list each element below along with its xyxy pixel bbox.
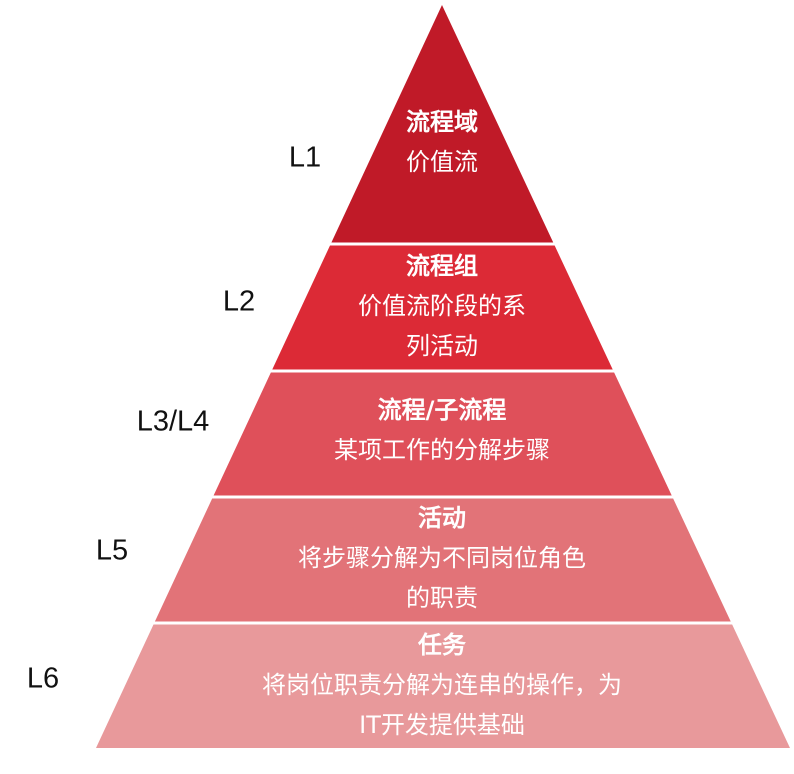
level-3-text: 流程/子流程 某项工作的分解步骤 xyxy=(242,390,642,470)
level-label-l5: L5 xyxy=(95,534,129,567)
level-5-desc-line: 将岗位职责分解为连串的操作，为 xyxy=(262,671,622,699)
level-2-desc-line: 列活动 xyxy=(406,332,478,360)
level-5-text: 任务 将岗位职责分解为连串的操作，为 IT开发提供基础 xyxy=(192,625,692,745)
level-2-text: 流程组 价值流阶段的系 列活动 xyxy=(242,246,642,366)
level-label-l3-l4: L3/L4 xyxy=(136,405,210,438)
level-5-desc-line: IT开发提供基础 xyxy=(359,711,525,739)
level-1-text: 流程域 价值流 xyxy=(242,102,642,182)
pyramid-band-1 xyxy=(331,5,554,243)
level-5-title: 任务 xyxy=(418,631,466,659)
level-2-title: 流程组 xyxy=(406,252,478,280)
level-4-text: 活动 将步骤分解为不同岗位角色 的职责 xyxy=(242,498,642,618)
level-4-desc-line: 将步骤分解为不同岗位角色 xyxy=(298,544,586,572)
pyramid-band-5 xyxy=(96,624,790,748)
level-4-desc-line: 的职责 xyxy=(406,584,478,612)
pyramid-band-4 xyxy=(154,498,731,622)
level-3-desc-line: 某项工作的分解步骤 xyxy=(334,436,550,464)
level-2-desc-line: 价值流阶段的系 xyxy=(358,292,526,320)
level-label-l2: L2 xyxy=(222,285,256,318)
level-label-l1: L1 xyxy=(288,141,322,174)
pyramid-band-3 xyxy=(213,372,672,496)
level-1-desc-line: 价值流 xyxy=(406,148,478,176)
level-3-title: 流程/子流程 xyxy=(377,396,507,424)
pyramid-band-2 xyxy=(272,245,613,370)
level-label-l6: L6 xyxy=(26,662,60,695)
level-1-title: 流程域 xyxy=(406,108,478,136)
level-4-title: 活动 xyxy=(418,504,466,532)
